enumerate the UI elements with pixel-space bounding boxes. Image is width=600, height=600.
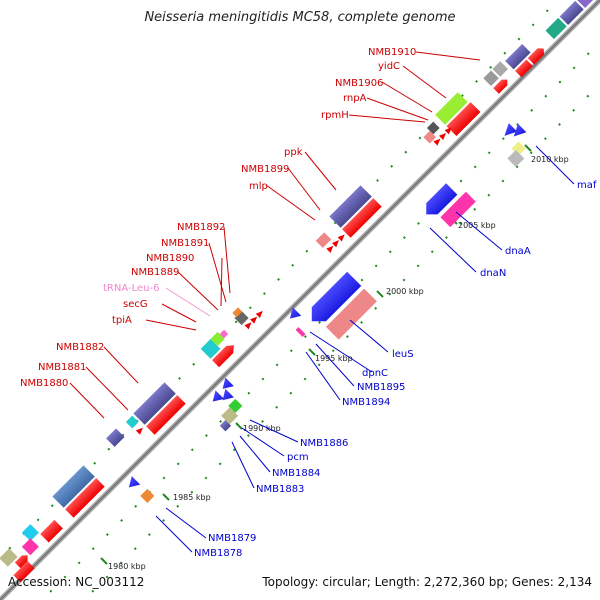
gene-label-NMB1910[interactable]: NMB1910 bbox=[368, 47, 416, 58]
gene-block-bottom-edge bbox=[0, 548, 35, 583]
tick-label-1995: 1995 kbp bbox=[315, 354, 353, 363]
gene-label-tpiA[interactable]: tpiA bbox=[112, 315, 132, 326]
gene-label-rnpA[interactable]: rnpA bbox=[343, 93, 367, 104]
gene-block-top-right bbox=[545, 0, 598, 40]
gene-label-secG[interactable]: secG bbox=[123, 299, 148, 310]
gene-block-lower-left bbox=[21, 519, 63, 556]
gene-block-NMB1895 bbox=[289, 307, 306, 337]
forward-leader-lines bbox=[69, 51, 481, 419]
gene-block-leuS bbox=[311, 271, 377, 340]
gene-label-dnaA[interactable]: dnaA bbox=[505, 246, 531, 257]
gene-label-NMB1878[interactable]: NMB1878 bbox=[194, 548, 242, 559]
gene-block-yidC bbox=[505, 43, 545, 78]
reverse-features bbox=[128, 123, 527, 503]
gene-block-NMB1892 bbox=[232, 307, 263, 330]
gene-label-maf[interactable]: maf bbox=[577, 180, 597, 191]
reverse-leader-lines bbox=[155, 145, 575, 553]
gene-label-NMB1880[interactable]: NMB1880 bbox=[20, 378, 68, 389]
gene-block-steel bbox=[52, 465, 105, 518]
gene-label-tRNA-Leu-6[interactable]: tRNA-Leu-6 bbox=[103, 283, 159, 294]
gene-label-dpnC[interactable]: dpnC bbox=[362, 368, 388, 379]
tick-label-2000: 2000 kbp bbox=[386, 287, 424, 296]
accession-label: Accession: NC_003112 bbox=[8, 575, 144, 589]
tick-label-1980: 1980 kbp bbox=[108, 562, 146, 571]
gene-block-maf bbox=[504, 123, 527, 167]
gene-label-rpmH[interactable]: rpmH bbox=[321, 110, 349, 121]
tick-label-1990: 1990 kbp bbox=[243, 424, 281, 433]
gene-label-NMB1892[interactable]: NMB1892 bbox=[177, 222, 225, 233]
gene-label-yidC[interactable]: yidC bbox=[378, 61, 400, 72]
gene-block-NMB1879 bbox=[128, 476, 155, 503]
tick-label-1985: 1985 kbp bbox=[173, 493, 211, 502]
gene-label-NMB1886[interactable]: NMB1886 bbox=[300, 438, 348, 449]
trna-leader-line bbox=[165, 287, 211, 317]
map-title: Neisseria meningitidis MC58, complete ge… bbox=[144, 10, 455, 25]
gene-label-ppk[interactable]: ppk bbox=[284, 147, 303, 158]
gene-label-NMB1895[interactable]: NMB1895 bbox=[357, 382, 405, 393]
gene-block-mlp bbox=[315, 232, 345, 253]
tick-label-2005: 2005 kbp bbox=[458, 221, 496, 230]
gene-block-NMB1880 bbox=[106, 428, 125, 447]
forward-features bbox=[0, 0, 598, 583]
gene-label-leuS[interactable]: leuS bbox=[392, 349, 414, 360]
gene-block-ppk bbox=[329, 185, 382, 238]
gene-label-pcm[interactable]: pcm bbox=[287, 452, 309, 463]
gene-label-NMB1882[interactable]: NMB1882 bbox=[56, 342, 104, 353]
gene-label-NMB1891[interactable]: NMB1891 bbox=[161, 238, 209, 249]
gene-label-NMB1881[interactable]: NMB1881 bbox=[38, 362, 86, 373]
gene-label-dnaN[interactable]: dnaN bbox=[480, 268, 506, 279]
gene-label-NMB1883[interactable]: NMB1883 bbox=[256, 484, 304, 495]
gene-label-NMB1879[interactable]: NMB1879 bbox=[208, 533, 256, 544]
gene-label-NMB1899[interactable]: NMB1899 bbox=[241, 164, 289, 175]
gene-label-NMB1889[interactable]: NMB1889 bbox=[131, 267, 179, 278]
gene-label-NMB1894[interactable]: NMB1894 bbox=[342, 397, 390, 408]
gene-block-NMB1881 bbox=[125, 415, 143, 435]
gene-block-dnaA bbox=[426, 183, 476, 228]
genome-summary: Topology: circular; Length: 2,272,360 bp… bbox=[261, 575, 592, 589]
gene-label-mlp[interactable]: mlp bbox=[249, 181, 268, 192]
gene-label-NMB1906[interactable]: NMB1906 bbox=[335, 78, 383, 89]
gene-label-NMB1890[interactable]: NMB1890 bbox=[146, 253, 194, 264]
gene-label-NMB1884[interactable]: NMB1884 bbox=[272, 468, 320, 479]
gene-block-NMB1882 bbox=[133, 382, 186, 435]
gene-block-tpiA bbox=[200, 329, 234, 368]
gene-block-NMB1906 bbox=[435, 92, 481, 137]
